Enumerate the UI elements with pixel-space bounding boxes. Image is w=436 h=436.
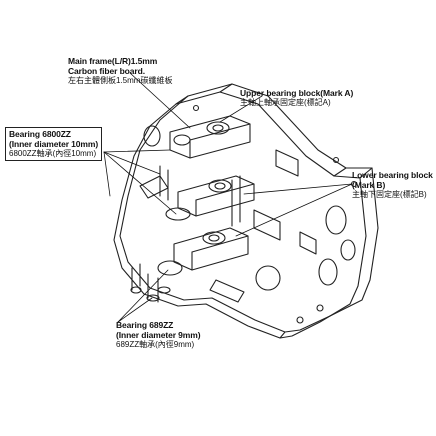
main-frame-label-cn: 左右主體側板1.5mm碳纖維板 — [68, 76, 173, 85]
frame-cutout — [209, 279, 245, 303]
upper-block-label-cn: 主軸上軸承固定座(標記A) — [240, 98, 331, 107]
upper-block-callout: Upper bearing block(Mark A) 主軸上軸承固定座(標記A… — [240, 88, 353, 108]
frame-cutout — [253, 209, 281, 241]
front-frame-plate — [113, 91, 367, 339]
lower-block-callout: Lower bearing block (Mark B) 主軸下固定座(標記B) — [352, 170, 433, 200]
frame-hole — [340, 239, 356, 261]
frame-standoffs — [130, 165, 241, 303]
main-frame-plate — [119, 83, 379, 333]
frame-hole — [255, 265, 281, 291]
main-frame-callout: Main frame(L/R)1.5mm Carbon fiber board.… — [68, 56, 172, 86]
bearing-6800-callout: Bearing 6800ZZ (Inner diameter 10mm) 680… — [5, 127, 103, 161]
bearing-689-label: Bearing 689ZZ — [116, 320, 174, 330]
bearing-6800-diameter: (Inner diameter 10mm) — [9, 139, 99, 149]
upper-block-label: Upper bearing block(Mark A) — [240, 88, 354, 98]
bearing-6800-label: Bearing 6800ZZ — [9, 129, 71, 139]
frame-hole — [143, 125, 161, 147]
frame-hole — [325, 205, 347, 235]
lower-block-label: Lower bearing block — [352, 170, 433, 180]
lower-block-label-cn: 主軸下固定座(標記B) — [352, 190, 427, 199]
leader-lines — [103, 72, 353, 323]
bearing-6800-label-cn: 6800ZZ軸承(內徑10mm) — [9, 149, 97, 158]
lower-bearing-block — [157, 227, 249, 276]
main-frame-material: Carbon fiber board. — [68, 66, 145, 76]
frame-cutout — [299, 231, 317, 255]
bearing-689-diameter: (Inner diameter 9mm) — [116, 330, 201, 340]
bearing-689-callout: Bearing 689ZZ (Inner diameter 9mm) 689ZZ… — [116, 320, 201, 350]
bearing-689-label-cn: 689ZZ軸承(內徑9mm) — [116, 340, 195, 349]
upper-bearing-block — [169, 115, 251, 159]
frame-hole — [318, 258, 338, 286]
lower-block-mark: (Mark B) — [352, 180, 386, 190]
middle-bearing-block — [165, 175, 255, 221]
main-frame-label: Main frame(L/R)1.5mm — [68, 56, 158, 66]
frame-cutout — [275, 149, 299, 177]
